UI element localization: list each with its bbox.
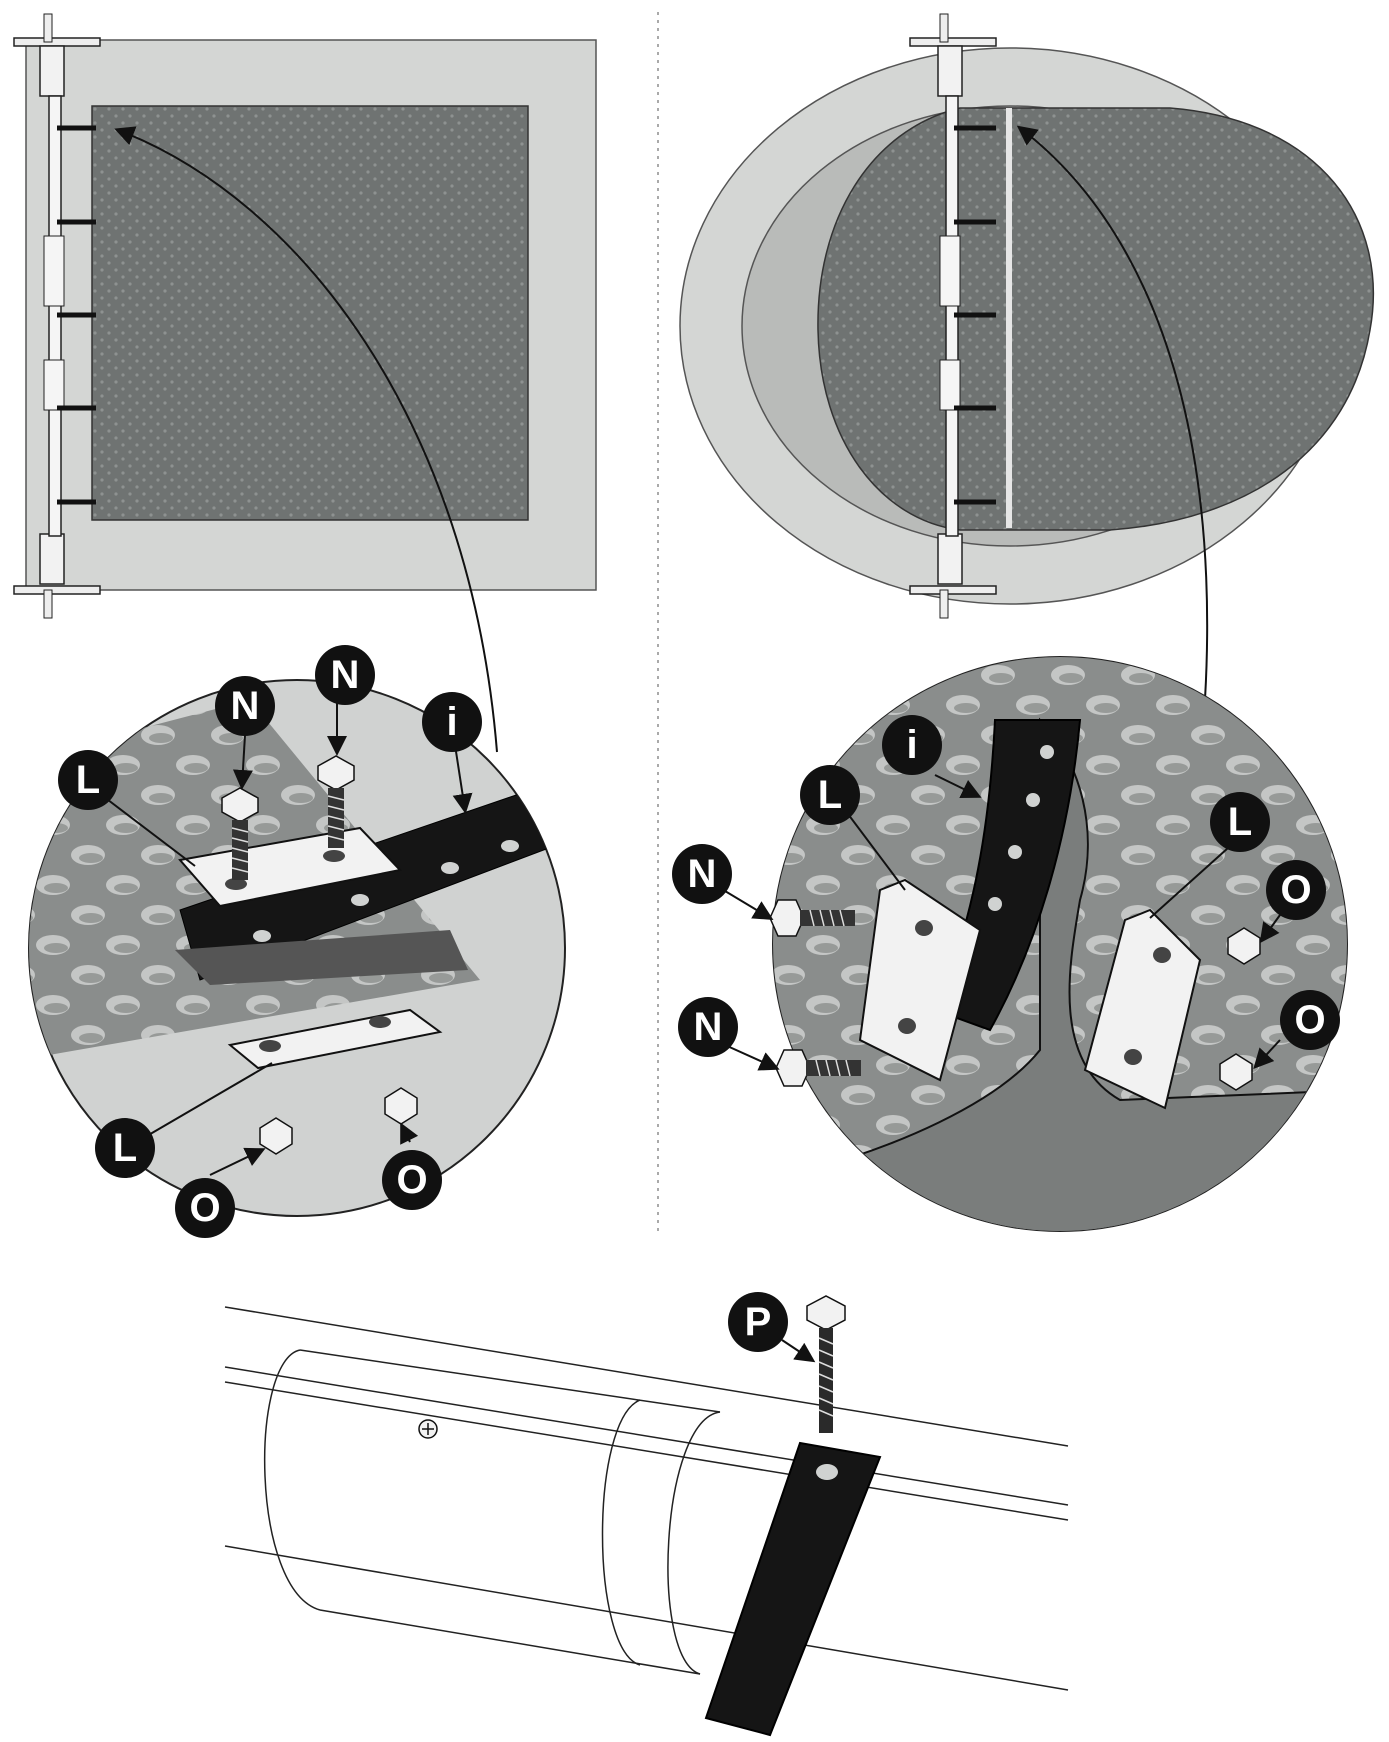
svg-text:O: O (1280, 868, 1311, 912)
svg-text:P: P (745, 1300, 772, 1344)
svg-text:O: O (396, 1158, 427, 1202)
callout-N1: N (215, 676, 275, 736)
tube-icon (224, 1306, 1069, 1691)
oval-pool-view (679, 13, 1375, 781)
straps-left (57, 125, 96, 505)
nut-icon (1219, 1053, 1253, 1091)
callout-badges: N N i L L O O i (58, 645, 1340, 1352)
nut-icon (1227, 927, 1261, 965)
roller-tube-detail (224, 1295, 1069, 1737)
callout-O2: O (382, 1150, 442, 1210)
detail-circle-right (719, 656, 1348, 1232)
svg-text:L: L (818, 773, 842, 817)
svg-text:O: O (189, 1186, 220, 1230)
detail-circle-left (28, 679, 566, 1217)
svg-text:N: N (694, 1005, 723, 1049)
callout-P: P (728, 1292, 788, 1352)
callout-O4: O (1280, 990, 1340, 1050)
svg-text:i: i (446, 700, 457, 744)
bolt-icon (769, 899, 855, 937)
oval-pool-cover (817, 107, 1375, 531)
bolt-icon (775, 1049, 861, 1087)
screw-icon (806, 1295, 846, 1433)
svg-text:N: N (331, 653, 360, 697)
plate-right-b (1083, 908, 1202, 1110)
callout-N3: N (672, 844, 732, 904)
svg-text:L: L (113, 1126, 137, 1170)
rectangular-pool-view (13, 13, 597, 753)
bolt-icon (317, 755, 355, 848)
callout-N4: N (678, 997, 738, 1057)
callout-L4: L (1210, 792, 1270, 852)
callout-O3: O (1266, 860, 1326, 920)
nut-icon (384, 1087, 418, 1125)
straps-right (954, 125, 996, 505)
callout-L2: L (95, 1118, 155, 1178)
svg-text:N: N (231, 684, 260, 728)
callout-N2: N (315, 645, 375, 705)
callout-L3: L (800, 765, 860, 825)
svg-text:N: N (688, 852, 717, 896)
svg-text:i: i (906, 723, 917, 767)
pool-cover (91, 105, 529, 521)
callout-i-right: i (882, 715, 942, 775)
svg-text:L: L (1228, 800, 1252, 844)
svg-text:L: L (76, 758, 100, 802)
zoom-arrow-right (1016, 125, 1209, 781)
nut-icon (259, 1117, 293, 1155)
callout-O1: O (175, 1178, 235, 1238)
callout-i-left: i (422, 692, 482, 752)
callout-L1: L (58, 750, 118, 810)
zoom-arrow-left (114, 126, 498, 753)
black-strap-bottom (704, 1441, 882, 1737)
plate-right-a (858, 878, 982, 1082)
svg-text:O: O (1294, 998, 1325, 1042)
